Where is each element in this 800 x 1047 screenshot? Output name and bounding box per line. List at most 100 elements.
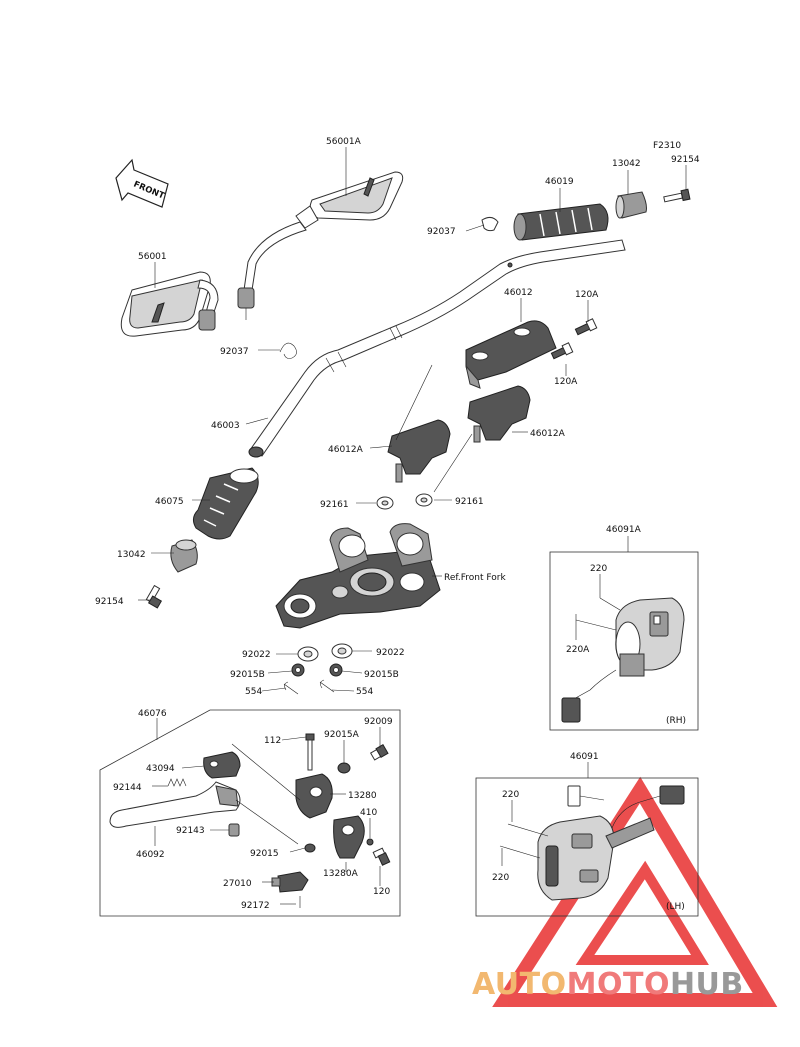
watermark-triangle-inner bbox=[575, 860, 709, 965]
collar-92143 bbox=[228, 823, 240, 837]
label-13042-right: 13042 bbox=[612, 159, 641, 169]
switch-rh bbox=[561, 597, 685, 723]
label-120: 120 bbox=[373, 887, 390, 897]
label-92154-right: 92154 bbox=[671, 155, 700, 165]
holder-lower-right bbox=[467, 385, 531, 443]
label-120a-upper: 120A bbox=[575, 290, 599, 300]
label-92161-left: 92161 bbox=[320, 500, 349, 510]
label-92172: 92172 bbox=[241, 901, 270, 911]
weight-left bbox=[170, 539, 198, 573]
bolt-120 bbox=[372, 847, 391, 866]
pin-right bbox=[319, 679, 335, 693]
label-554-right: 554 bbox=[356, 687, 373, 697]
label-46091: 46091 bbox=[570, 752, 599, 762]
label-46019: 46019 bbox=[545, 177, 574, 187]
weight-right bbox=[615, 191, 647, 219]
label-92015b-left: 92015B bbox=[230, 670, 265, 680]
label-92037-top: 92037 bbox=[427, 227, 456, 237]
label-ref-front-fork: Ref.Front Fork bbox=[444, 573, 506, 583]
label-410: 410 bbox=[360, 808, 377, 818]
front-arrow-icon: FRONT bbox=[115, 158, 169, 208]
label-112: 112 bbox=[264, 736, 281, 746]
label-46075: 46075 bbox=[155, 497, 184, 507]
label-46003: 46003 bbox=[211, 421, 240, 431]
label-220-lh-top: 220 bbox=[502, 790, 519, 800]
label-46012: 46012 bbox=[504, 288, 533, 298]
label-92154-left: 92154 bbox=[95, 597, 124, 607]
label-46092: 46092 bbox=[136, 850, 165, 860]
holder-upper bbox=[465, 320, 557, 389]
label-554-left: 554 bbox=[245, 687, 262, 697]
switch-rh-box bbox=[549, 551, 699, 731]
label-92022-right: 92022 bbox=[376, 648, 405, 658]
label-120a-lower: 120A bbox=[554, 377, 578, 387]
screw-left bbox=[145, 584, 163, 609]
part-labels: 56001A 56001 92037 92037 46003 46019 130… bbox=[95, 137, 700, 912]
clip-top bbox=[481, 216, 499, 232]
mirror-right bbox=[237, 171, 404, 320]
switch-27010 bbox=[271, 871, 309, 893]
label-92015: 92015 bbox=[250, 849, 279, 859]
label-92015a: 92015A bbox=[324, 730, 360, 740]
label-92015b-right: 92015B bbox=[364, 670, 399, 680]
watermark-text: AUTOMOTOHUB bbox=[472, 967, 744, 1002]
label-56001: 56001 bbox=[138, 252, 167, 262]
damper-left bbox=[297, 646, 319, 662]
label-13280a: 13280A bbox=[323, 869, 359, 879]
washer-right bbox=[415, 493, 433, 507]
bracket-43094 bbox=[203, 751, 241, 779]
screw-right bbox=[663, 188, 691, 203]
pin-left bbox=[283, 681, 299, 695]
mirror-left bbox=[120, 271, 219, 337]
switch-lh bbox=[499, 785, 685, 901]
label-43094: 43094 bbox=[146, 764, 175, 774]
handlebar bbox=[248, 239, 626, 458]
holder-13280 bbox=[295, 773, 333, 819]
label-27010: 27010 bbox=[223, 879, 252, 889]
holder-13280a bbox=[333, 815, 365, 859]
watermark-part-hub: HUB bbox=[670, 967, 744, 1002]
label-92161-right: 92161 bbox=[455, 497, 484, 507]
spring-92144 bbox=[167, 778, 187, 787]
lever-assy-box bbox=[99, 709, 401, 917]
nut-92015 bbox=[304, 843, 316, 853]
leader-lines bbox=[138, 147, 687, 905]
clip-left bbox=[279, 342, 297, 359]
bolt-upper-b bbox=[550, 342, 574, 360]
label-46012a-right: 46012A bbox=[530, 429, 566, 439]
label-13280: 13280 bbox=[348, 791, 377, 801]
label-92022-left: 92022 bbox=[242, 650, 271, 660]
label-220a-rh: 220A bbox=[566, 645, 590, 655]
nut-left bbox=[291, 663, 305, 677]
label-92143: 92143 bbox=[176, 826, 205, 836]
label-46012a-left: 46012A bbox=[328, 445, 364, 455]
label-56001a: 56001A bbox=[326, 137, 362, 147]
label-92037-left: 92037 bbox=[220, 347, 249, 357]
watermark-part-moto: MOTO bbox=[567, 967, 670, 1002]
label-92009: 92009 bbox=[364, 717, 393, 727]
watermark-part-auto: AUTO bbox=[472, 967, 567, 1002]
label-46076: 46076 bbox=[138, 709, 167, 719]
label-rh: (RH) bbox=[666, 716, 686, 726]
grip-right bbox=[513, 203, 609, 241]
nut-right bbox=[329, 663, 343, 677]
switch-lh-box bbox=[475, 777, 699, 917]
label-lh: (LH) bbox=[666, 902, 685, 912]
label-13042-left: 13042 bbox=[117, 550, 146, 560]
damper-right bbox=[331, 643, 353, 659]
nut-92015a bbox=[337, 762, 351, 774]
label-220-rh: 220 bbox=[590, 564, 607, 574]
grip-left bbox=[192, 467, 259, 540]
label-f2310: F2310 bbox=[653, 141, 681, 151]
clamp-410 bbox=[366, 838, 374, 846]
holder-lower-left bbox=[387, 419, 451, 483]
lever-46092 bbox=[109, 781, 241, 828]
label-46091a: 46091A bbox=[606, 525, 642, 535]
label-220-lh-bottom: 220 bbox=[492, 873, 509, 883]
steering-stem bbox=[275, 523, 441, 629]
bolt-112 bbox=[305, 733, 315, 771]
screw-92009 bbox=[369, 743, 389, 761]
washer-left bbox=[376, 496, 394, 510]
bolt-upper-a bbox=[574, 318, 598, 336]
